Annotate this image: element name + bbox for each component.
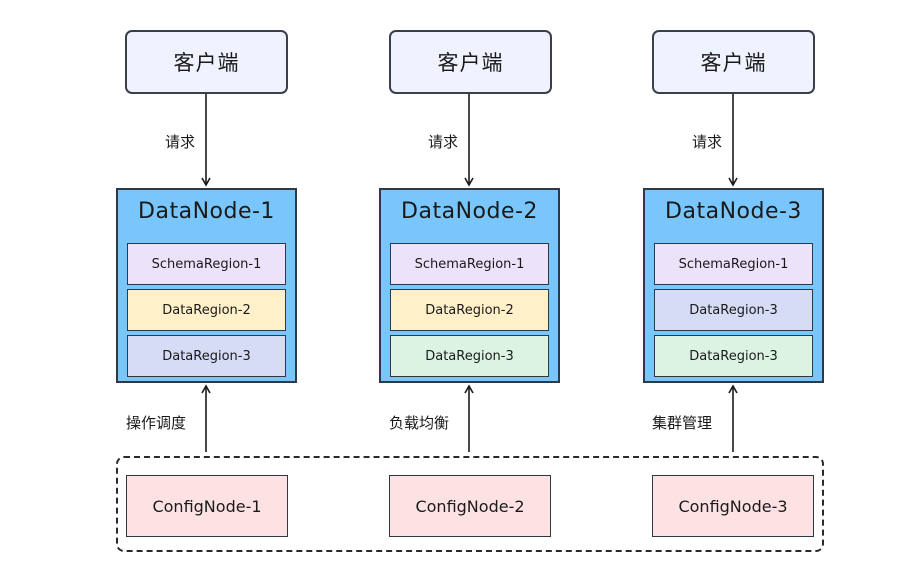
client-box-2: 客户端: [389, 30, 552, 94]
request-label-3: 请求: [692, 133, 723, 151]
confignode-1: ConfigNode-1: [126, 475, 288, 537]
data-region: DataRegion-3: [127, 335, 286, 377]
request-label-2: 请求: [428, 133, 459, 151]
management-label-1: 操作调度: [126, 414, 187, 432]
schema-region: SchemaRegion-1: [390, 243, 549, 285]
client-label: 客户端: [700, 51, 767, 75]
data-region: DataRegion-3: [390, 335, 549, 377]
confignode-cluster: [116, 456, 824, 552]
datanode-title: DataNode-2: [401, 199, 538, 224]
request-label-1: 请求: [165, 133, 196, 151]
data-region: DataRegion-2: [390, 289, 549, 331]
management-label-3: 集群管理: [652, 414, 713, 432]
data-region: DataRegion-3: [654, 335, 813, 377]
data-region: DataRegion-3: [654, 289, 813, 331]
confignode-2: ConfigNode-2: [389, 475, 551, 537]
datanode-2: DataNode-2 SchemaRegion-1 DataRegion-2 D…: [379, 188, 560, 383]
client-box-3: 客户端: [652, 30, 815, 94]
datanode-1: DataNode-1 SchemaRegion-1 DataRegion-2 D…: [116, 188, 297, 383]
datanode-3: DataNode-3 SchemaRegion-1 DataRegion-3 D…: [643, 188, 824, 383]
client-box-1: 客户端: [125, 30, 288, 94]
client-label: 客户端: [437, 51, 504, 75]
datanode-title: DataNode-1: [138, 199, 275, 224]
schema-region: SchemaRegion-1: [127, 243, 286, 285]
client-label: 客户端: [173, 51, 240, 75]
management-label-2: 负载均衡: [389, 414, 450, 432]
data-region: DataRegion-2: [127, 289, 286, 331]
datanode-title: DataNode-3: [665, 199, 802, 224]
confignode-3: ConfigNode-3: [652, 475, 814, 537]
schema-region: SchemaRegion-1: [654, 243, 813, 285]
